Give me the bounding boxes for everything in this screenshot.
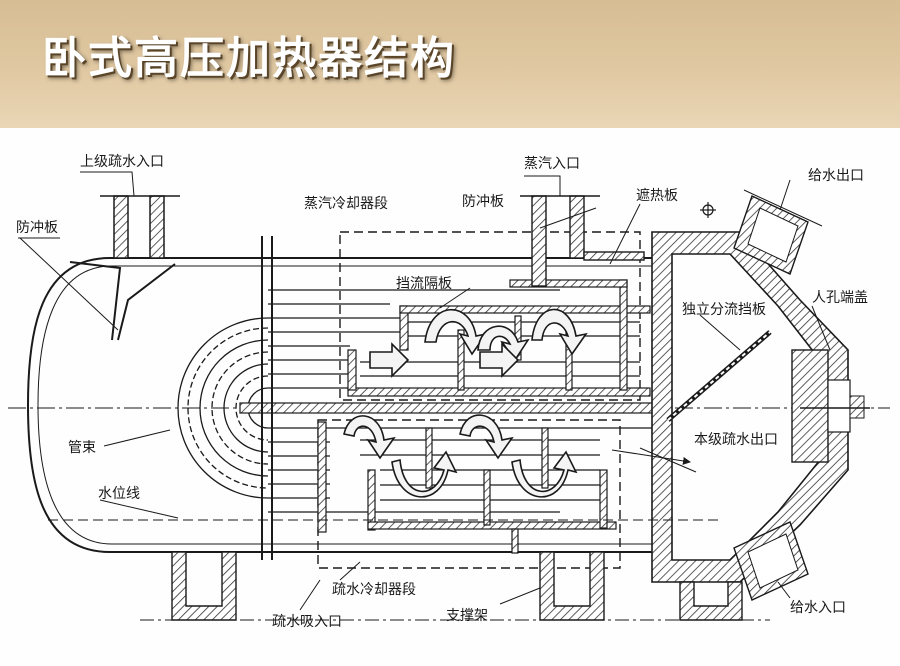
label-drain-cooling-section: 疏水冷却器段 — [332, 582, 416, 598]
feedwater-inlet-nozzle — [733, 521, 809, 601]
label-upper-drain-inlet: 上级疏水入口 — [80, 154, 164, 170]
slide-title: 卧式高压加热器结构 — [42, 33, 456, 84]
manhole-cover — [791, 349, 870, 463]
steam-cooling-baffles — [347, 279, 651, 397]
support-plates — [261, 236, 273, 560]
label-flow-baffle: 挡流隔板 — [396, 276, 452, 292]
label-drain-suction-inlet: 疏水吸入口 — [272, 614, 342, 630]
label-independent-split-baffle: 独立分流挡板 — [682, 302, 766, 318]
central-rod — [239, 402, 661, 414]
shell — [26, 257, 655, 553]
label-impingement-plate-top: 防冲板 — [462, 194, 504, 210]
label-impingement-plate-left: 防冲板 — [16, 220, 58, 236]
vent-symbol — [700, 202, 716, 218]
feedwater-outlet-nozzle — [733, 189, 823, 275]
steam-inlet-nozzle — [531, 195, 645, 287]
label-support-frame: 支撑架 — [446, 608, 488, 624]
impingement-plate-left-shape — [19, 237, 176, 341]
label-feedwater-inlet: 给水入口 — [790, 600, 846, 616]
label-drain-outlet: 本级疏水出口 — [694, 432, 778, 448]
flow-arrows — [343, 308, 588, 498]
label-manhole-cover: 人孔端盖 — [812, 290, 868, 306]
leader-lines — [18, 171, 831, 611]
diagram-labels: 上级疏水入口 防冲板 蒸汽入口 蒸汽冷却器段 防冲板 遮热板 给水出口 挡流隔板… — [16, 154, 868, 630]
upper-drain-nozzle — [100, 195, 180, 259]
label-feedwater-outlet: 给水出口 — [808, 168, 864, 184]
support-saddles — [171, 551, 743, 621]
label-shroud-plate: 遮热板 — [636, 188, 678, 204]
label-water-level-line: 水位线 — [98, 486, 140, 502]
tube-bundle-bends — [177, 317, 269, 499]
heater-drawing: 上级疏水入口 防冲板 蒸汽入口 蒸汽冷却器段 防冲板 遮热板 给水出口 挡流隔板… — [8, 154, 890, 630]
label-tube-bundle: 管束 — [68, 440, 96, 456]
drain-cooling-region — [317, 419, 621, 569]
label-steam-inlet: 蒸汽入口 — [524, 156, 580, 172]
steam-cooling-region — [339, 231, 641, 401]
label-steam-cooling-section: 蒸汽冷却器段 — [304, 196, 388, 212]
drain-cooling-baffles — [317, 421, 617, 554]
heater-diagram: 上级疏水入口 防冲板 蒸汽入口 蒸汽冷却器段 防冲板 遮热板 给水出口 挡流隔板… — [0, 128, 900, 666]
title-band — [0, 0, 900, 128]
